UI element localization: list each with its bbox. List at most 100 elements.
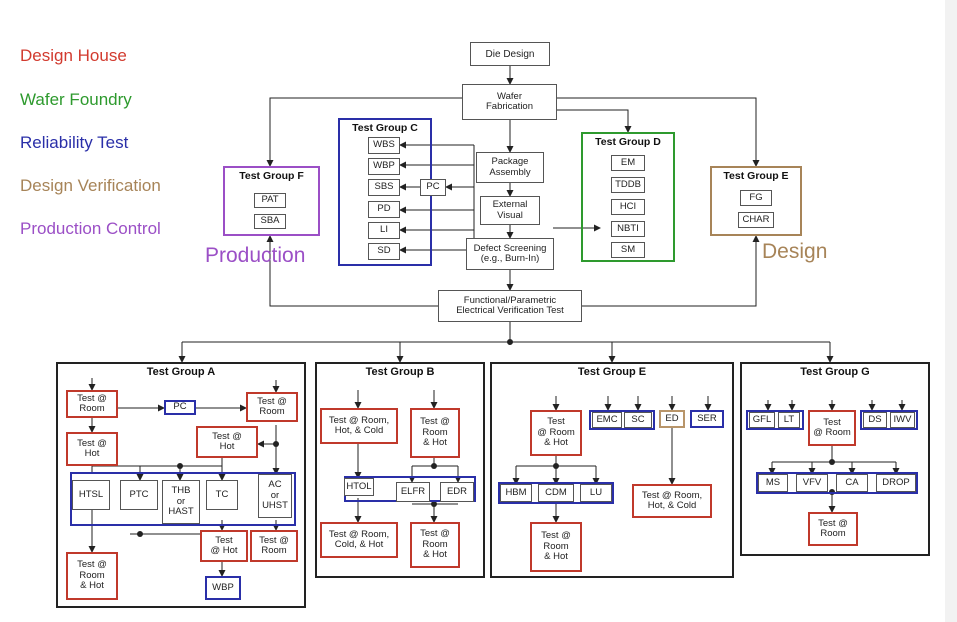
junction-dot (177, 463, 183, 469)
group-e-esd-wrap (498, 482, 614, 504)
junction-dot (507, 339, 513, 345)
group-a-test-hot: Test @ Hot (66, 432, 118, 466)
test-group-e-top: Test Group E (710, 166, 802, 236)
test-group-d: Test Group D (581, 132, 675, 262)
group-e-sc: SC (624, 412, 652, 428)
group-e-test-1: Test @ Room & Hot (530, 410, 582, 456)
group-c-item: SD (368, 243, 400, 260)
test-group-g-title: Test Group G (800, 366, 870, 378)
group-g-test-1: Test @ Room (808, 410, 856, 446)
group-a-wbp: WBP (205, 576, 241, 600)
test-group-b-title: Test Group B (365, 366, 435, 378)
group-c-item: WBS (368, 137, 400, 154)
group-e-top-item: FG (740, 190, 772, 206)
group-a-tc: TC (206, 480, 238, 510)
test-group-f: Test Group F (223, 166, 320, 236)
junction-dot (137, 531, 143, 537)
die-design-box: Die Design (470, 42, 550, 66)
external-visual-box: External Visual (480, 196, 540, 225)
connector (266, 235, 438, 307)
group-g-ms: MS (758, 474, 788, 492)
group-e-hbm: HBM (500, 484, 532, 502)
legend-reliability-test: Reliability Test (20, 133, 129, 152)
group-g-gfl-lt-wrap (746, 410, 804, 430)
package-assembly-box: Package Assembly (476, 152, 544, 183)
functional-parametric-test-box: Functional/Parametric Electrical Verific… (438, 290, 582, 322)
design-label: Design (762, 240, 828, 263)
legend-design-house: Design House (20, 46, 127, 65)
test-group-e-title: Test Group E (577, 366, 647, 378)
group-a-htsl: HTSL (72, 480, 110, 510)
group-e-ed: ED (659, 410, 685, 428)
connector (582, 235, 760, 307)
test-group-g: Test Group G (740, 362, 930, 556)
test-group-a: Test Group A (56, 362, 306, 608)
group-e-ser: SER (690, 410, 724, 428)
legend-wafer-foundry: Wafer Foundry (20, 90, 132, 109)
group-d-item: NBTI (611, 221, 645, 237)
group-g-ds: DS (863, 412, 887, 428)
test-group-c-title: Test Group C (352, 122, 418, 134)
group-c-pc-box: PC (420, 179, 446, 196)
group-a-ac-uhst: AC or UHST (258, 474, 292, 518)
junction-dot (431, 463, 437, 469)
group-c-item: PD (368, 201, 400, 218)
group-b-test-2: Test @ Room & Hot (410, 408, 460, 458)
test-group-e-top-title: Test Group E (723, 170, 789, 182)
group-a-test-room: Test @ Room (66, 390, 118, 418)
legend-design-verification: Design Verification (20, 176, 161, 195)
group-g-gfl: GFL (749, 412, 775, 428)
group-d-item: SM (611, 242, 645, 258)
group-a-pc: PC (164, 400, 196, 415)
group-c-item: LI (368, 222, 400, 239)
junction-dot (553, 463, 559, 469)
group-g-mech-wrap (756, 472, 918, 494)
connector (557, 97, 760, 167)
group-a-thb-hast: THB or HAST (162, 480, 200, 524)
group-c-item: WBP (368, 158, 400, 175)
group-e-lu: LU (580, 484, 612, 502)
group-b-htol: HTOL (344, 478, 374, 496)
group-e-top-item: CHAR (738, 212, 774, 228)
page-right-edge (945, 0, 957, 622)
group-d-item: EM (611, 155, 645, 171)
group-a-test-hot-3: Test @ Hot (200, 530, 248, 562)
group-g-iwv: IWV (890, 412, 915, 428)
group-d-item: HCI (611, 199, 645, 215)
group-g-ca: CA (836, 474, 868, 492)
group-e-test-3: Test @ Room, Hot, & Cold (632, 484, 712, 518)
wafer-fabrication-box: Wafer Fabrication (462, 84, 557, 120)
group-a-ptc: PTC (120, 480, 158, 510)
group-b-test-1: Test @ Room, Hot, & Cold (320, 408, 398, 444)
group-g-drop: DROP (876, 474, 916, 492)
junction-dot (273, 441, 279, 447)
group-b-elfr: ELFR (396, 482, 430, 502)
group-b-test-3: Test @ Room, Cold, & Hot (320, 522, 398, 558)
test-group-e: Test Group E (490, 362, 734, 578)
group-a-test-room-2: Test @ Room (246, 392, 298, 422)
test-group-d-title: Test Group D (595, 136, 661, 148)
group-g-test-2: Test @ Room (808, 512, 858, 546)
group-e-emc-sc-wrap (589, 410, 655, 430)
group-e-cdm: CDM (538, 484, 574, 502)
test-group-b: Test Group B (315, 362, 485, 578)
junction-dot (829, 459, 835, 465)
group-c-item: SBS (368, 179, 400, 196)
connector (266, 97, 462, 167)
legend-production-control: Production Control (20, 219, 161, 238)
group-b-edr: EDR (440, 482, 474, 502)
group-g-ds-iwv-wrap (860, 410, 918, 430)
connector (557, 109, 632, 133)
group-g-lt: LT (778, 412, 800, 428)
test-group-a-title: Test Group A (146, 366, 216, 378)
group-e-test-2: Test @ Room & Hot (530, 522, 582, 572)
group-b-test-4: Test @ Room & Hot (410, 522, 460, 568)
group-a-test-room-hot: Test @ Room & Hot (66, 552, 118, 600)
junction-dot (431, 501, 437, 507)
test-group-f-title: Test Group F (239, 170, 304, 182)
group-a-test-room-3: Test @ Room (250, 530, 298, 562)
group-e-emc: EMC (592, 412, 622, 428)
group-f-item: PAT (254, 193, 286, 208)
